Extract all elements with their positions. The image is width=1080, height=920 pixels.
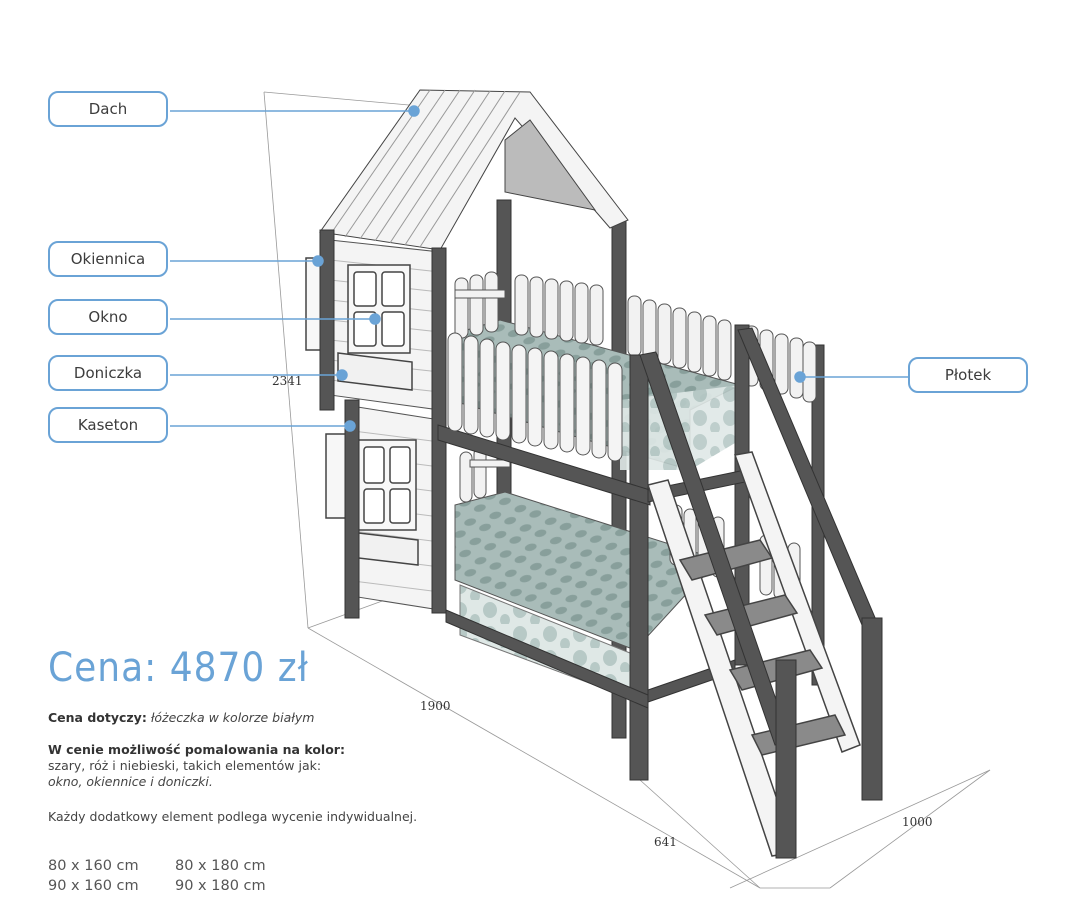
callout-dach: Dach bbox=[48, 91, 168, 127]
paint-note-colors: szary, róż i niebieski, takich elementów… bbox=[48, 758, 322, 773]
roof bbox=[319, 89, 629, 251]
okiennica-dot bbox=[312, 255, 324, 267]
callout-okiennica: Okiennica bbox=[48, 241, 168, 277]
okno-dot bbox=[369, 313, 381, 325]
depth-dimension: 1000 bbox=[902, 815, 933, 829]
doniczka-dot bbox=[336, 369, 348, 381]
callout-plotek: Płotek bbox=[908, 357, 1028, 393]
size-option: 90 x 180 cm bbox=[175, 878, 266, 894]
plotek-dot bbox=[794, 371, 806, 383]
size-list: 80 x 160 cm 80 x 180 cm 90 x 160 cm 90 x 1… bbox=[48, 856, 302, 896]
size-option: 80 x 180 cm bbox=[175, 858, 266, 874]
extra-note: Każdy dodatkowy element podlega wycenie … bbox=[48, 809, 418, 824]
price-note-value: łóżeczka w kolorze białym bbox=[150, 710, 315, 725]
price-note: Cena dotyczy: łóżeczka w kolorze białym bbox=[48, 710, 314, 726]
paint-note-elements: okno, okiennice i doniczki. bbox=[48, 774, 213, 789]
length-dimension: 1900 bbox=[420, 699, 451, 713]
paint-note: W cenie możliwość pomalowania na kolor: … bbox=[48, 742, 345, 790]
callout-doniczka: Doniczka bbox=[48, 355, 168, 391]
callout-kaseton: Kaseton bbox=[48, 407, 168, 443]
size-option: 90 x 160 cm bbox=[48, 878, 139, 894]
price-note-label: Cena dotyczy: bbox=[48, 710, 147, 725]
upper-front-fence bbox=[447, 332, 623, 462]
paint-note-label: W cenie możliwość pomalowania na kolor: bbox=[48, 742, 345, 757]
callout-lines bbox=[170, 105, 908, 432]
width-dimension: 641 bbox=[654, 835, 677, 849]
kaseton-dot bbox=[344, 420, 356, 432]
height-dimension: 2341 bbox=[272, 374, 303, 388]
dach-dot bbox=[408, 105, 420, 117]
price-heading: Cena: 4870 zł bbox=[48, 645, 309, 691]
ladder-posts bbox=[639, 327, 883, 859]
lower-window bbox=[325, 433, 419, 566]
size-option: 80 x 160 cm bbox=[48, 858, 139, 874]
dimension-box bbox=[263, 91, 991, 889]
callout-okno: Okno bbox=[48, 299, 168, 335]
